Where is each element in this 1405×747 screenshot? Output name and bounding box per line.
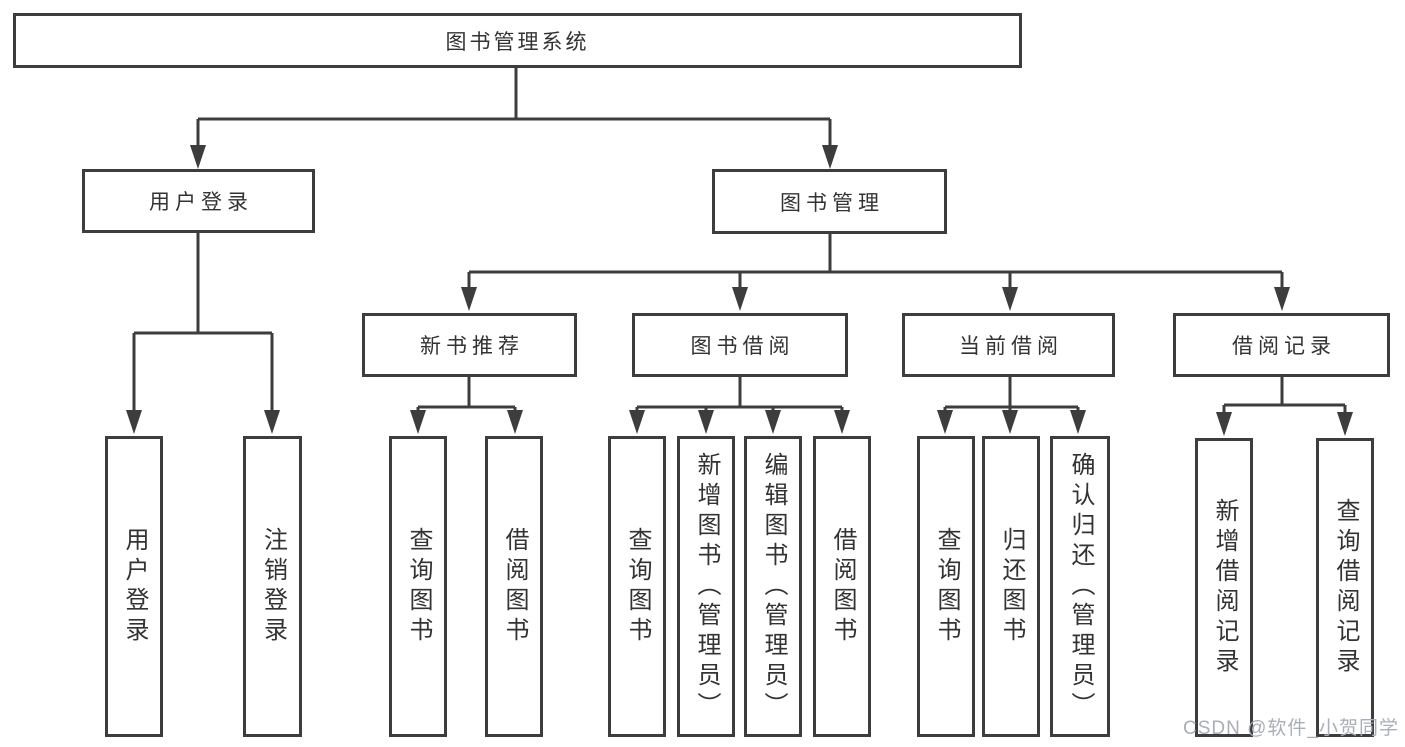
leaf-logout: 注销登录 [243, 436, 302, 737]
node-library-management-system: 图书管理系统 [13, 13, 1022, 68]
leaf-add-borrow-record: 新增借阅记录 [1195, 438, 1253, 737]
leaf-return-books: 归还图书 [982, 436, 1040, 737]
leaf-query-borrow-record: 查询借阅记录 [1316, 438, 1374, 737]
node-borrowing-records: 借阅记录 [1173, 313, 1390, 377]
leaf-edit-books-admin: 编辑图书（管理员） [744, 436, 802, 737]
leaf-query-books-borrowing: 查询图书 [608, 436, 666, 737]
leaf-confirm-return-admin: 确认归还（管理员） [1050, 436, 1110, 737]
leaf-borrow-books-recommend: 借阅图书 [485, 436, 543, 737]
leaf-borrow-books-borrowing: 借阅图书 [813, 436, 871, 737]
node-user-login: 用户登录 [82, 169, 315, 233]
tree-edges [132, 68, 1347, 420]
node-book-borrowing: 图书借阅 [632, 313, 848, 377]
leaf-user-login: 用户登录 [105, 436, 163, 737]
leaf-add-books-admin: 新增图书（管理员） [677, 436, 735, 737]
node-current-borrowing: 当前借阅 [902, 313, 1115, 377]
arrowheads [126, 145, 1353, 436]
leaf-query-books-current: 查询图书 [917, 436, 975, 737]
csdn-watermark: CSDN @软件_小贺同学 [1183, 718, 1399, 739]
node-book-management: 图书管理 [712, 169, 947, 234]
node-new-book-recommendation: 新书推荐 [362, 313, 577, 377]
leaf-query-books-recommend: 查询图书 [389, 436, 447, 737]
